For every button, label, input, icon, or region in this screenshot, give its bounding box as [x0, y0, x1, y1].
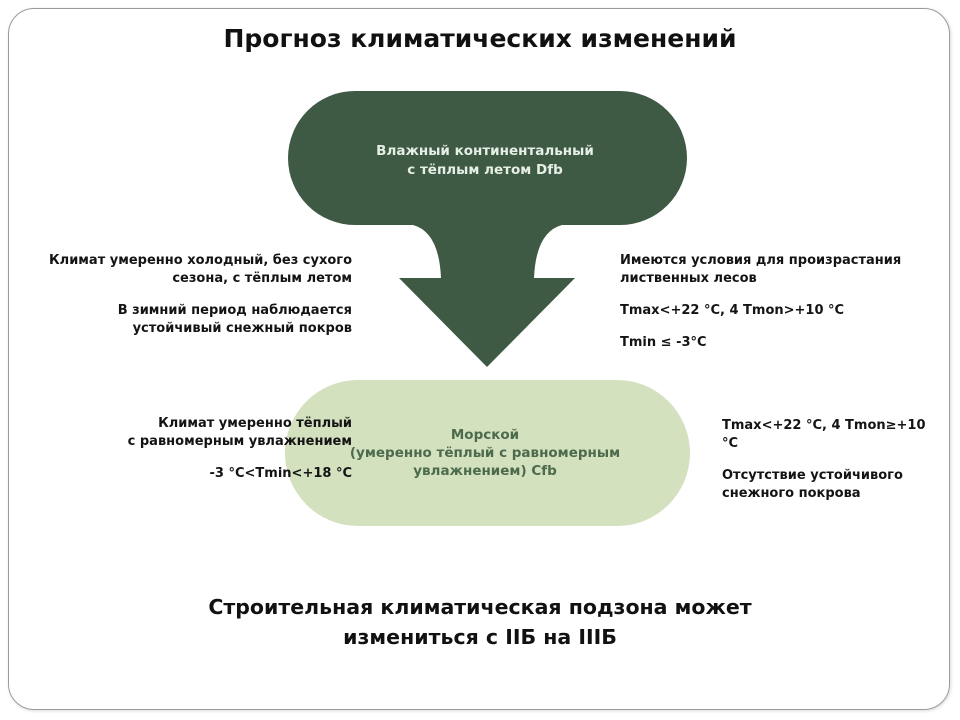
note-paragraph: Имеются условия для произрастания листве…: [620, 252, 940, 288]
note-line: Tmin ≤ -3°C: [620, 335, 707, 350]
cfb-label: Морской (умеренно тёплый с равномерным у…: [330, 426, 640, 480]
cfb-label-line: Морской: [450, 427, 520, 443]
dfb-arrow-shape: [288, 91, 687, 367]
note-line: устойчивый снежный покров: [132, 321, 352, 336]
note-line: с равномерным увлажнением: [127, 434, 352, 449]
cfb-label-line: (умеренно тёплый с равномерным: [349, 445, 621, 461]
slide-frame: [8, 8, 950, 710]
upper-right-notes: Имеются условия для произрастания листве…: [620, 252, 940, 366]
note-line: -3 °C<Tmin<+18 °C: [209, 466, 352, 481]
note-line: В зимний период наблюдается: [117, 303, 352, 318]
conclusion-text: Строительная климатическая подзона может…: [0, 592, 960, 652]
note-line: Климат умеренно тёплый: [158, 416, 352, 431]
slide-title: Прогноз климатических изменений: [223, 24, 737, 53]
note-line: Tmax<+22 °C, 4 Tmon>+10 °C: [620, 303, 845, 318]
lower-left-notes: Климат умеренно тёплый с равномерным увл…: [22, 415, 352, 497]
note-paragraph: Отсутствие устойчивого снежного покрова: [722, 467, 942, 503]
lower-right-notes: Tmax<+22 °C, 4 Tmon≥+10 °C Отсутствие ус…: [722, 417, 942, 517]
note-line: лиственных лесов: [620, 271, 757, 286]
conclusion-line: Строительная климатическая подзона может: [208, 595, 752, 619]
note-paragraph: Климат умеренно тёплый с равномерным увл…: [22, 415, 352, 451]
upper-left-notes: Климат умеренно холодный, без сухого сез…: [22, 252, 352, 352]
note-line: Отсутствие устойчивого: [722, 468, 903, 483]
cfb-label-line: увлажнением) Cfb: [413, 463, 557, 479]
note-paragraph: Tmax<+22 °C, 4 Tmon≥+10 °C: [722, 417, 942, 453]
dfb-label-line: Влажный континентальный: [376, 143, 594, 159]
note-line: сезона, с тёплым летом: [172, 271, 352, 286]
note-paragraph: Tmin ≤ -3°C: [620, 334, 940, 352]
conclusion-line: измениться с IIБ на IIIБ: [343, 625, 617, 649]
dfb-label-line: с тёплым летом Dfb: [407, 162, 563, 178]
note-line: Имеются условия для произрастания: [620, 253, 902, 268]
cfb-pill-shape: [285, 380, 690, 526]
dfb-label: Влажный континентальный с тёплым летом D…: [330, 142, 640, 180]
note-line: Tmax<+22 °C, 4 Tmon≥+10 °C: [722, 418, 926, 451]
note-paragraph: В зимний период наблюдается устойчивый с…: [22, 302, 352, 338]
note-line: снежного покрова: [722, 486, 861, 501]
note-line: Климат умеренно холодный, без сухого: [49, 253, 352, 268]
note-paragraph: -3 °C<Tmin<+18 °C: [22, 465, 352, 483]
note-paragraph: Климат умеренно холодный, без сухого сез…: [22, 252, 352, 288]
note-paragraph: Tmax<+22 °C, 4 Tmon>+10 °C: [620, 302, 940, 320]
